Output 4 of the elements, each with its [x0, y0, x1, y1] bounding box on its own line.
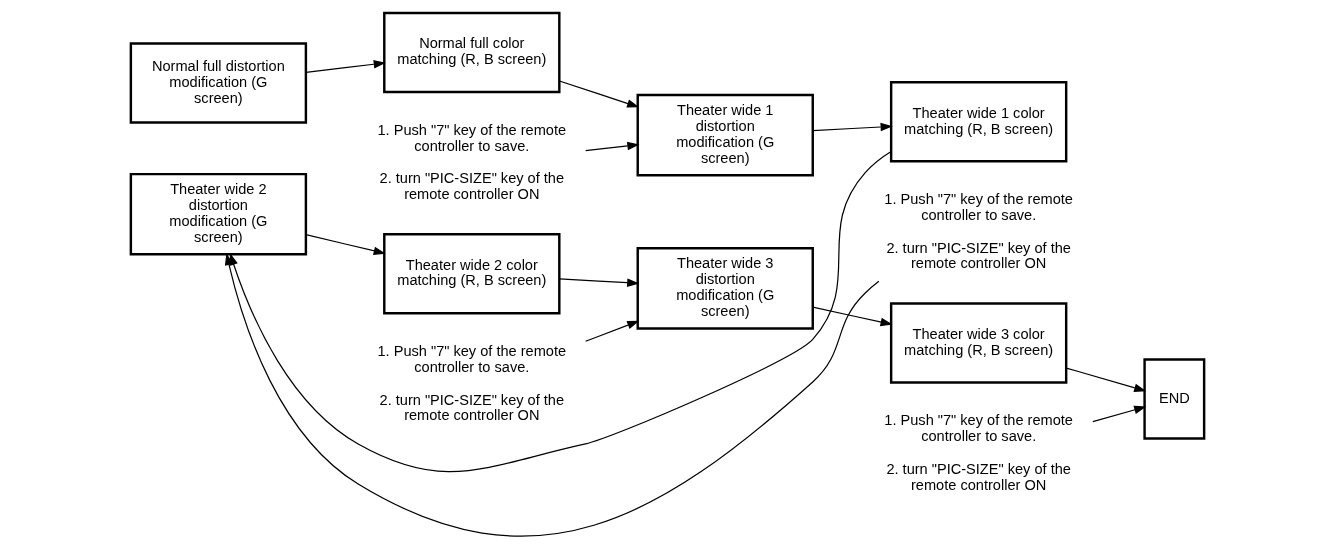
node-text: 1. Push "7" key of the remote controller to save. 2. turn "PIC-SIZE" key of the remote controller ON	[884, 191, 1073, 272]
node-text: 1. Push "7" key of the remote controller to save. 2. turn "PIC-SIZE" key of the remote controller ON	[377, 121, 567, 203]
node-text: 1. Push "7" key of the remote controller to save. 2. turn "PIC-SIZE" key of the remote controller ON	[377, 342, 567, 424]
node-text: 1. Push "7" key of the remote controller to save. 2. turn "PIC-SIZE" key of the remote controller ON	[884, 412, 1073, 493]
